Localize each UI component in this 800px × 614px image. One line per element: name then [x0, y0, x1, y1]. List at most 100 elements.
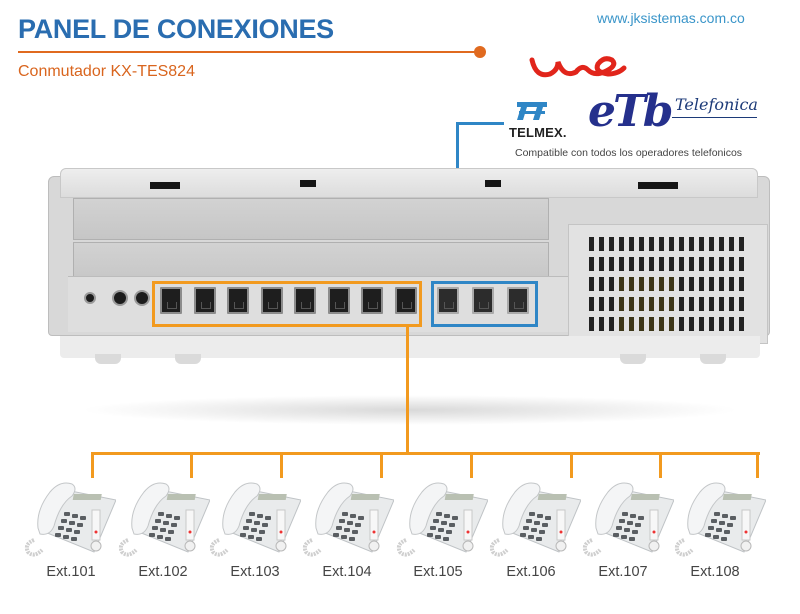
grill-vent — [619, 297, 624, 311]
une-logo — [529, 56, 627, 78]
pbx-top-slot — [300, 180, 316, 187]
grill-vent — [719, 297, 724, 311]
pbx-unit — [40, 168, 780, 368]
co-line-ports-highlight — [431, 281, 538, 327]
grill-vent — [729, 317, 734, 331]
grill-vent — [669, 257, 674, 271]
grill-vent — [689, 297, 694, 311]
pbx-top-slot — [638, 182, 678, 189]
page-subtitle: Conmutador KX-TES824 — [18, 63, 195, 80]
grill-vent — [669, 237, 674, 251]
desk-phone-icon — [114, 470, 211, 560]
grill-vent — [699, 277, 704, 291]
title-divider — [18, 51, 480, 53]
grill-vent — [619, 277, 624, 291]
grill-vent — [679, 317, 684, 331]
grill-vent — [729, 257, 734, 271]
grill-vent — [689, 317, 694, 331]
extension-bus — [91, 452, 760, 455]
extension-label: Ext.108 — [690, 564, 740, 580]
grill-vent — [659, 257, 664, 271]
grill-vent — [649, 317, 654, 331]
extension-port — [327, 287, 350, 314]
grill-vent — [609, 277, 614, 291]
grill-vent — [679, 277, 684, 291]
grill-vent — [639, 277, 644, 291]
extension-drop-line — [756, 452, 759, 478]
grill-vent — [709, 237, 714, 251]
extension-port — [193, 287, 216, 314]
grill-vent — [589, 237, 594, 251]
pbx-top-slot — [150, 182, 180, 189]
grill-vent — [639, 237, 644, 251]
grill-vent — [619, 237, 624, 251]
website-link[interactable]: www.jksistemas.com.co — [597, 10, 745, 26]
pbx-base — [60, 336, 760, 358]
extension-label: Ext.107 — [598, 564, 648, 580]
grill-vent — [629, 277, 634, 291]
grill-vent — [649, 297, 654, 311]
telefonica-logo: Telefonica — [675, 95, 758, 114]
grill-vent — [589, 277, 594, 291]
grill-vent — [699, 237, 704, 251]
co-line-connector-h — [456, 122, 504, 125]
pbx-foot — [700, 354, 726, 364]
grill-vent — [719, 237, 724, 251]
telmex-logo — [517, 102, 547, 120]
extension-label: Ext.105 — [413, 564, 463, 580]
grill-vent — [719, 277, 724, 291]
grill-vent — [669, 277, 674, 291]
extension-port — [227, 287, 249, 314]
grill-vent — [609, 257, 614, 271]
grill-vent — [669, 297, 674, 311]
grill-vent — [589, 317, 594, 331]
grill-vent — [609, 317, 614, 331]
extension-label: Ext.102 — [138, 564, 188, 580]
grill-vent — [639, 297, 644, 311]
pbx-foot — [95, 354, 121, 364]
grill-vent — [639, 317, 644, 331]
co-line-port — [507, 287, 529, 314]
grill-vent — [679, 257, 684, 271]
grill-vent — [709, 317, 714, 331]
grill-vent — [629, 257, 634, 271]
grill-vent — [699, 317, 704, 331]
grill-vent — [609, 237, 614, 251]
extension-port — [260, 287, 283, 314]
pbx-top-slot — [485, 180, 501, 187]
grill-vent — [739, 317, 744, 331]
grill-vent — [689, 237, 694, 251]
extension-label: Ext.106 — [506, 564, 556, 580]
pbx-shadow — [80, 395, 740, 425]
grill-vent — [599, 297, 604, 311]
extension-label: Ext.104 — [322, 564, 372, 580]
co-line-port — [437, 287, 459, 314]
telmex-logo-text: TELMEX. — [509, 125, 567, 140]
extension-label: Ext.103 — [230, 564, 280, 580]
telefonica-logo-underline — [672, 117, 757, 118]
extension-drop-line — [280, 452, 283, 478]
grill-vent — [629, 317, 634, 331]
grill-vent — [589, 297, 594, 311]
grill-vent — [649, 277, 654, 291]
grill-vent — [679, 297, 684, 311]
extension-drop-line — [190, 452, 193, 478]
audio-jack — [134, 290, 150, 306]
desk-phone-icon — [485, 470, 582, 560]
desk-phone-icon — [392, 470, 489, 560]
grill-vent — [659, 317, 664, 331]
desk-phone-icon — [20, 470, 117, 560]
grill-vent — [739, 277, 744, 291]
grill-vent — [649, 237, 654, 251]
desk-phone-icon — [670, 470, 767, 560]
extension-drop-line — [659, 452, 662, 478]
grill-vent — [699, 297, 704, 311]
extension-label: Ext.101 — [46, 564, 96, 580]
grill-vent — [589, 257, 594, 271]
extension-drop-line — [570, 452, 573, 478]
grill-vent — [729, 237, 734, 251]
grill-vent — [709, 297, 714, 311]
grill-vent — [739, 257, 744, 271]
grill-vent — [599, 237, 604, 251]
grill-vent — [599, 317, 604, 331]
